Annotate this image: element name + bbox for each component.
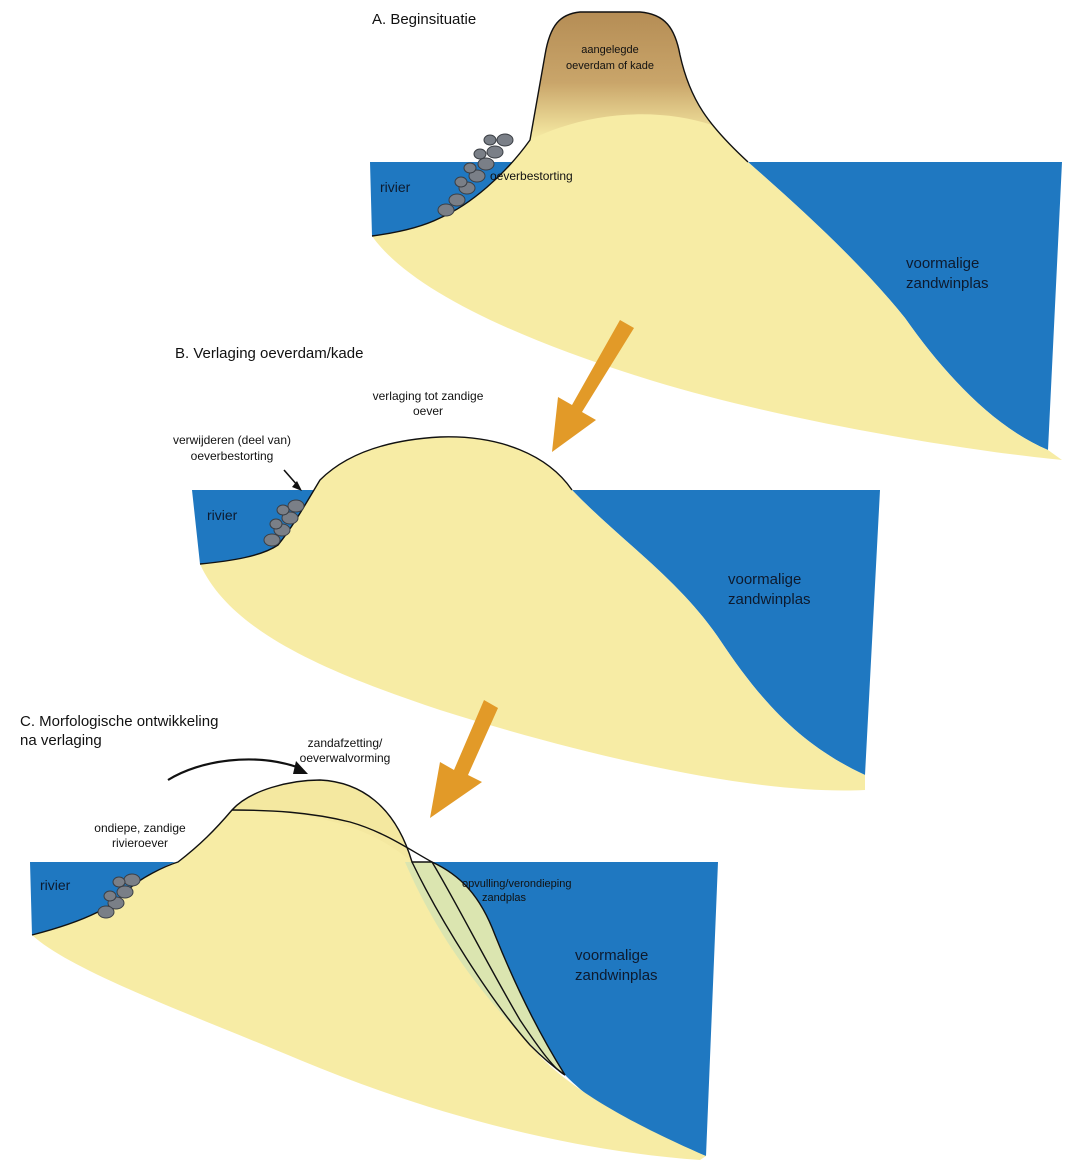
panel-a-revetment-label: oeverbestorting xyxy=(490,169,573,183)
panel-b-remove-label-line-2: oeverbestorting xyxy=(191,449,274,463)
panel-c-deposit-label-line-1: zandafzetting/ xyxy=(308,736,383,750)
panel-c-shallow-label-line-1: ondiepe, zandige xyxy=(94,821,186,835)
arrow-b-to-c xyxy=(430,700,498,818)
panel-c-shallow-label-line-2: rivieroever xyxy=(112,836,168,850)
panel-b-remove-pointer-head xyxy=(292,481,302,491)
panel-b-lowering-label-line-2: oever xyxy=(413,404,443,418)
panel-c-river-label: rivier xyxy=(40,877,71,893)
panel-c-deposit-flow-arrow xyxy=(168,759,300,780)
panel-b-lake-label-line-2: zandwinplas xyxy=(728,591,811,608)
panel-a-title: A. Beginsituatie xyxy=(372,11,476,28)
panel-c-title-line-1: C. Morfologische ontwikkeling xyxy=(20,713,218,730)
panel-a-lake-label-line-1: voormalige xyxy=(906,255,979,272)
panel-b-river-label: rivier xyxy=(207,507,238,523)
panel-c-lake-label-line-1: voormalige xyxy=(575,947,648,964)
panel-c-deposit-label-line-2: oeverwalvorming xyxy=(300,751,391,765)
panel-a-kade-label-line-1: aangelegde xyxy=(581,44,639,56)
panel-c-lake-label-line-2: zandwinplas xyxy=(575,967,658,984)
panel-b-remove-label-line-1: verwijderen (deel van) xyxy=(173,433,291,447)
panel-b-title: B. Verlaging oeverdam/kade xyxy=(175,345,363,362)
panel-c-title-line-2: na verlaging xyxy=(20,732,102,749)
panel-a-kade-label-line-2: oeverdam of kade xyxy=(566,60,654,72)
panel-b-lowering-label-line-1: verlaging tot zandige xyxy=(373,389,484,403)
panel-a-lake-label-line-2: zandwinplas xyxy=(906,275,989,292)
panel-c: C. Morfologische ontwikkeling na verlagi… xyxy=(20,713,718,1160)
panel-b-lake-label-line-1: voormalige xyxy=(728,571,801,588)
panel-c-fill-label-line-2: zandplas xyxy=(482,892,527,904)
panel-a-river-label: rivier xyxy=(380,179,411,195)
panel-c-fill-label-line-1: opvulling/verondieping xyxy=(462,878,571,890)
